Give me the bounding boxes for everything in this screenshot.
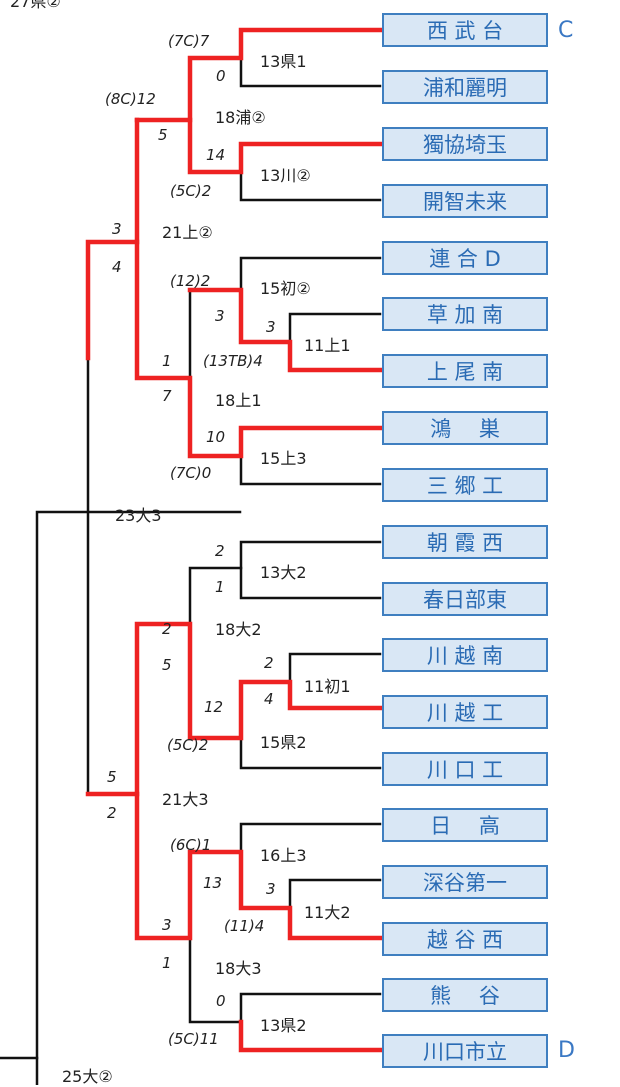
- team-name: 草 加 南: [426, 303, 504, 327]
- team-name: 越 谷 西: [426, 928, 504, 952]
- match-info: 13川②: [260, 166, 311, 185]
- match-info: 23大3: [115, 506, 162, 525]
- match-info: 18大3: [215, 959, 262, 978]
- score: 4: [112, 258, 122, 276]
- team-box: 浦和麗明: [382, 70, 548, 104]
- score: 0: [216, 67, 226, 85]
- score: 7: [162, 387, 172, 405]
- score: (6C)1: [170, 836, 212, 854]
- score: (5C)11: [168, 1030, 219, 1048]
- score: (13TB)4: [203, 352, 263, 370]
- score: (7C)0: [170, 464, 212, 482]
- match-info: 11上1: [304, 336, 351, 355]
- score: (7C)7: [168, 32, 210, 50]
- team-name: 朝 霞 西: [426, 531, 504, 555]
- score: (12)2: [170, 272, 211, 290]
- match-info: 13大2: [260, 563, 307, 582]
- match-info: 18上1: [215, 391, 262, 410]
- seed-tag: D: [558, 1038, 575, 1063]
- team-name: 浦和麗明: [423, 76, 507, 100]
- team-name: 日 高: [430, 814, 500, 838]
- team-box: 川 越 南: [382, 638, 548, 672]
- team-box: 春日部東: [382, 582, 548, 616]
- match-info: 13県1: [260, 52, 307, 71]
- team-box: 草 加 南: [382, 297, 548, 331]
- score: 1: [162, 954, 172, 972]
- team-name: 川口市立: [423, 1040, 507, 1064]
- score: 4: [264, 690, 274, 708]
- team-box: 越 谷 西: [382, 922, 548, 956]
- score: 13: [203, 874, 223, 892]
- match-info: 18大2: [215, 620, 262, 639]
- team-box: 日 高: [382, 808, 548, 842]
- team-box: 西 武 台: [382, 13, 548, 47]
- team-name: 鴻 巣: [430, 417, 500, 441]
- match-info: 21大3: [162, 790, 209, 809]
- score: 2: [107, 804, 117, 822]
- match-info: 16上3: [260, 846, 307, 865]
- score: 10: [206, 428, 226, 446]
- team-box: 川口市立: [382, 1034, 548, 1068]
- team-name: 連 合 D: [429, 247, 501, 271]
- team-name: 川 越 工: [426, 701, 504, 725]
- match-info: 15初②: [260, 279, 311, 298]
- team-name: 熊 谷: [430, 984, 500, 1008]
- team-box: 熊 谷: [382, 978, 548, 1012]
- team-name: 春日部東: [423, 588, 507, 612]
- team-name: 西 武 台: [426, 19, 504, 43]
- team-box: 上 尾 南: [382, 354, 548, 388]
- team-name: 上 尾 南: [426, 360, 504, 384]
- score: (5C)2: [170, 182, 212, 200]
- score: 3: [112, 220, 122, 238]
- team-box: 獨協埼玉: [382, 127, 548, 161]
- score: 3: [266, 880, 276, 898]
- team-box: 開智未来: [382, 184, 548, 218]
- score: 2: [264, 654, 274, 672]
- team-box: 鴻 巣: [382, 411, 548, 445]
- match-info: 13県2: [260, 1016, 307, 1035]
- score: 2: [215, 542, 225, 560]
- score: 3: [266, 318, 276, 336]
- match-info: 11初1: [304, 677, 351, 696]
- team-box: 連 合 D: [382, 241, 548, 275]
- score: 3: [215, 307, 225, 325]
- score: 2: [162, 620, 172, 638]
- score: 3: [162, 916, 172, 934]
- header-text: 27県②: [10, 0, 61, 11]
- score: 5: [158, 126, 168, 144]
- match-info: 15県2: [260, 733, 307, 752]
- team-name: 川 越 南: [426, 644, 504, 668]
- match-info: 25大②: [62, 1067, 113, 1086]
- score: 5: [107, 768, 117, 786]
- team-name: 深谷第一: [423, 871, 507, 895]
- score: 1: [215, 578, 225, 596]
- team-box: 朝 霞 西: [382, 525, 548, 559]
- score: (5C)2: [167, 736, 209, 754]
- score: (8C)12: [105, 90, 156, 108]
- team-name: 獨協埼玉: [423, 133, 507, 157]
- team-box: 川 越 工: [382, 695, 548, 729]
- score: 0: [216, 992, 226, 1010]
- team-box: 川 口 工: [382, 752, 548, 786]
- team-box: 三 郷 工: [382, 468, 548, 502]
- team-name: 三 郷 工: [426, 474, 504, 498]
- score: 14: [206, 146, 226, 164]
- score: 12: [204, 698, 224, 716]
- score: (11)4: [224, 917, 265, 935]
- team-name: 開智未来: [423, 190, 507, 214]
- match-info: 21上②: [162, 223, 213, 242]
- match-info: 15上3: [260, 449, 307, 468]
- seed-tag: C: [558, 18, 574, 43]
- team-name: 川 口 工: [426, 758, 504, 782]
- match-info: 11大2: [304, 903, 351, 922]
- score: 1: [162, 352, 172, 370]
- score: 5: [162, 656, 172, 674]
- team-box: 深谷第一: [382, 865, 548, 899]
- match-info: 18浦②: [215, 108, 266, 127]
